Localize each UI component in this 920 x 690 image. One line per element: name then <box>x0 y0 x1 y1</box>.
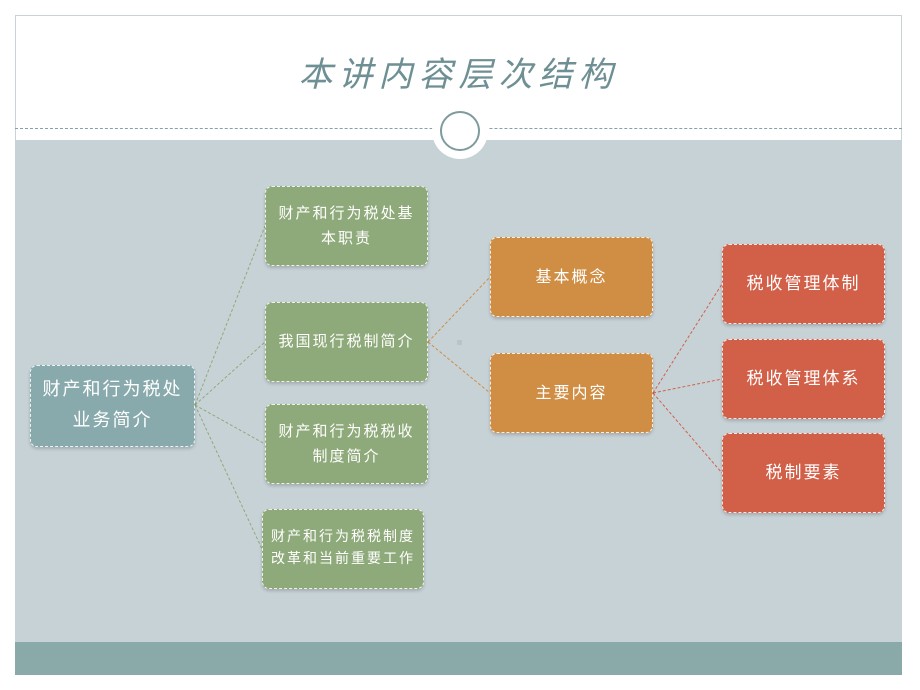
connector-l2-l3-1 <box>652 283 723 394</box>
connector-l2-l3-3 <box>652 392 723 474</box>
node-l1-4-label: 财产和行为税税制度改革和当前重要工作 <box>271 529 415 567</box>
circle-ornament-icon <box>432 103 488 159</box>
footer-band <box>15 642 902 675</box>
connector-root-l1-4 <box>194 404 263 550</box>
slide-title: 本讲内容层次结构 <box>298 55 619 95</box>
node-l1-1-label: 财产和行为税处基本职责 <box>278 203 415 248</box>
node-l3-2[interactable]: 税收管理体系 <box>722 339 885 419</box>
node-l2-1-label: 基本概念 <box>535 267 608 287</box>
node-l1-1[interactable]: 财产和行为税处基本职责 <box>265 186 428 266</box>
node-l3-1-label: 税收管理体制 <box>746 273 861 294</box>
node-l1-3[interactable]: 财产和行为税税收制度简介 <box>265 404 428 484</box>
node-l1-2[interactable]: 我国现行税制简介 <box>265 302 428 382</box>
node-l2-1[interactable]: 基本概念 <box>490 237 653 317</box>
node-root[interactable]: 财产和行为税处业务简介 <box>30 365 195 447</box>
node-l3-2-label: 税收管理体系 <box>746 368 861 389</box>
node-l3-3[interactable]: 税制要素 <box>722 433 885 513</box>
node-l3-3-label: 税制要素 <box>765 462 842 483</box>
node-l1-4[interactable]: 财产和行为税税制度改革和当前重要工作 <box>262 509 424 589</box>
connector-l1-l2-2 <box>427 341 491 394</box>
connector-root-l1-3 <box>194 404 266 445</box>
node-l2-2[interactable]: 主要内容 <box>490 353 653 433</box>
node-l1-3-label: 财产和行为税税收制度简介 <box>278 421 415 466</box>
node-l3-1[interactable]: 税收管理体制 <box>722 244 885 324</box>
connector-root-l1-2 <box>194 341 266 406</box>
connector-l2-l3-2 <box>652 378 723 394</box>
connector-root-l1-1 <box>194 225 266 406</box>
connector-l1-l2-1 <box>427 276 491 343</box>
node-l2-2-label: 主要内容 <box>535 383 608 403</box>
circle-ring <box>440 111 480 151</box>
node-l1-2-label: 我国现行税制简介 <box>278 332 415 351</box>
decorative-dot <box>457 340 462 345</box>
node-root-label: 财产和行为税处业务简介 <box>42 379 183 431</box>
title-area: 本讲内容层次结构 <box>15 15 902 128</box>
